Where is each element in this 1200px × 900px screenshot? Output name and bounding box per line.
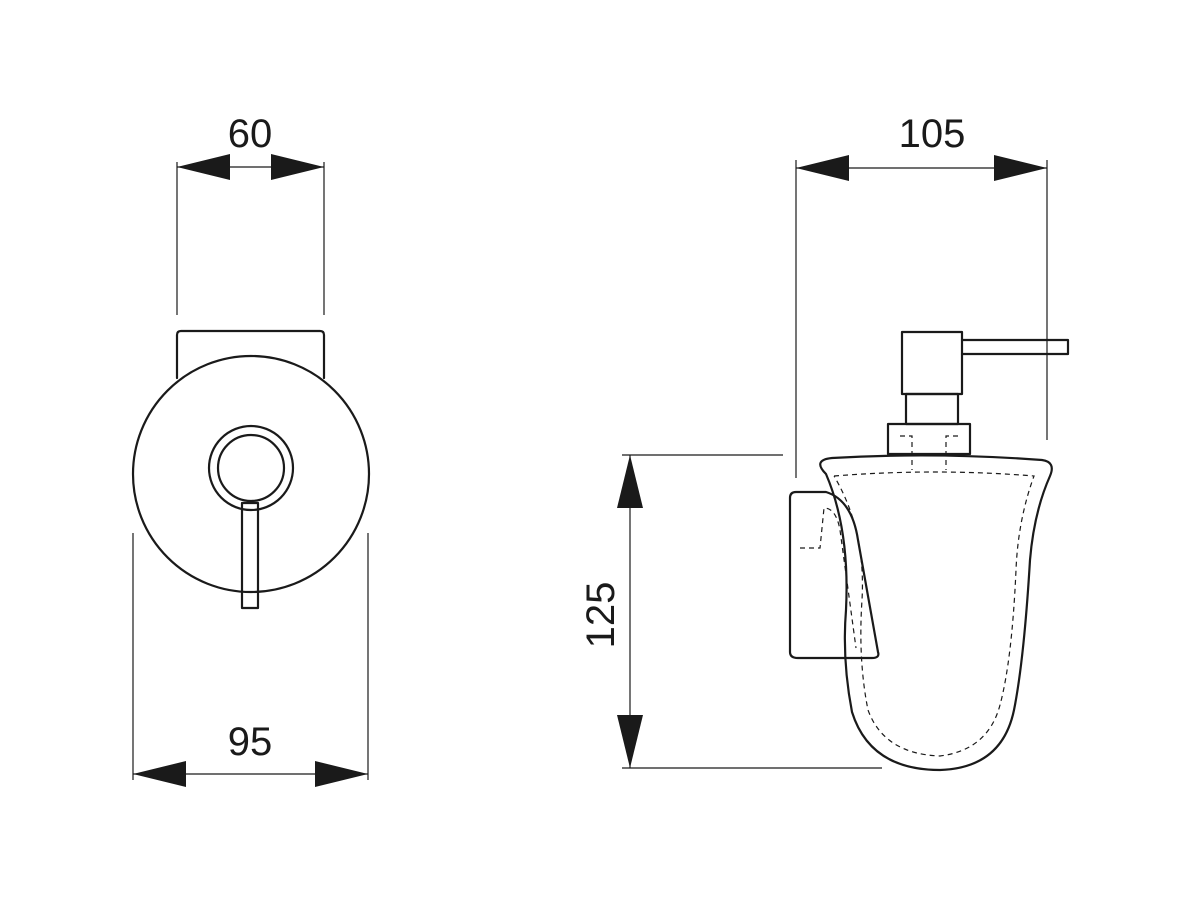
arrowhead-right bbox=[315, 761, 368, 787]
arrowhead-left bbox=[133, 761, 186, 787]
dimension-95: 95 bbox=[132, 533, 369, 787]
dimension-label-95: 95 bbox=[228, 720, 273, 764]
pump-ring-inner bbox=[216, 433, 286, 503]
round-plate bbox=[131, 354, 371, 594]
dimension-label-60: 60 bbox=[228, 112, 273, 156]
wall-plate bbox=[175, 329, 326, 380]
pump-nozzle bbox=[960, 338, 1070, 356]
arrowhead-top bbox=[617, 455, 643, 508]
container-outer bbox=[819, 454, 1053, 772]
dimension-60: 60 bbox=[176, 112, 325, 315]
hidden-thread-right bbox=[945, 435, 958, 470]
dimension-label-105: 105 bbox=[899, 112, 966, 156]
hidden-thread-left bbox=[900, 435, 913, 470]
wall-bracket bbox=[788, 490, 880, 660]
dimension-105: 105 bbox=[795, 112, 1048, 478]
dimension-label-125: 125 bbox=[579, 582, 623, 649]
spout bbox=[240, 501, 260, 610]
arrowhead-right bbox=[994, 155, 1047, 181]
pump-head bbox=[900, 330, 964, 396]
bracket-hidden-detail bbox=[800, 507, 857, 649]
arrowhead-bottom bbox=[617, 715, 643, 768]
arrowhead-right bbox=[271, 154, 324, 180]
front-view: 60 95 bbox=[131, 112, 371, 787]
pump-stem bbox=[904, 392, 960, 426]
dimension-125: 125 bbox=[579, 454, 882, 769]
arrowhead-left bbox=[177, 154, 230, 180]
side-view: 105 125 bbox=[579, 112, 1070, 772]
pump-ring-outer bbox=[207, 424, 295, 512]
arrowhead-left bbox=[796, 155, 849, 181]
pump-collar bbox=[886, 422, 972, 456]
container-inner bbox=[833, 471, 1035, 757]
